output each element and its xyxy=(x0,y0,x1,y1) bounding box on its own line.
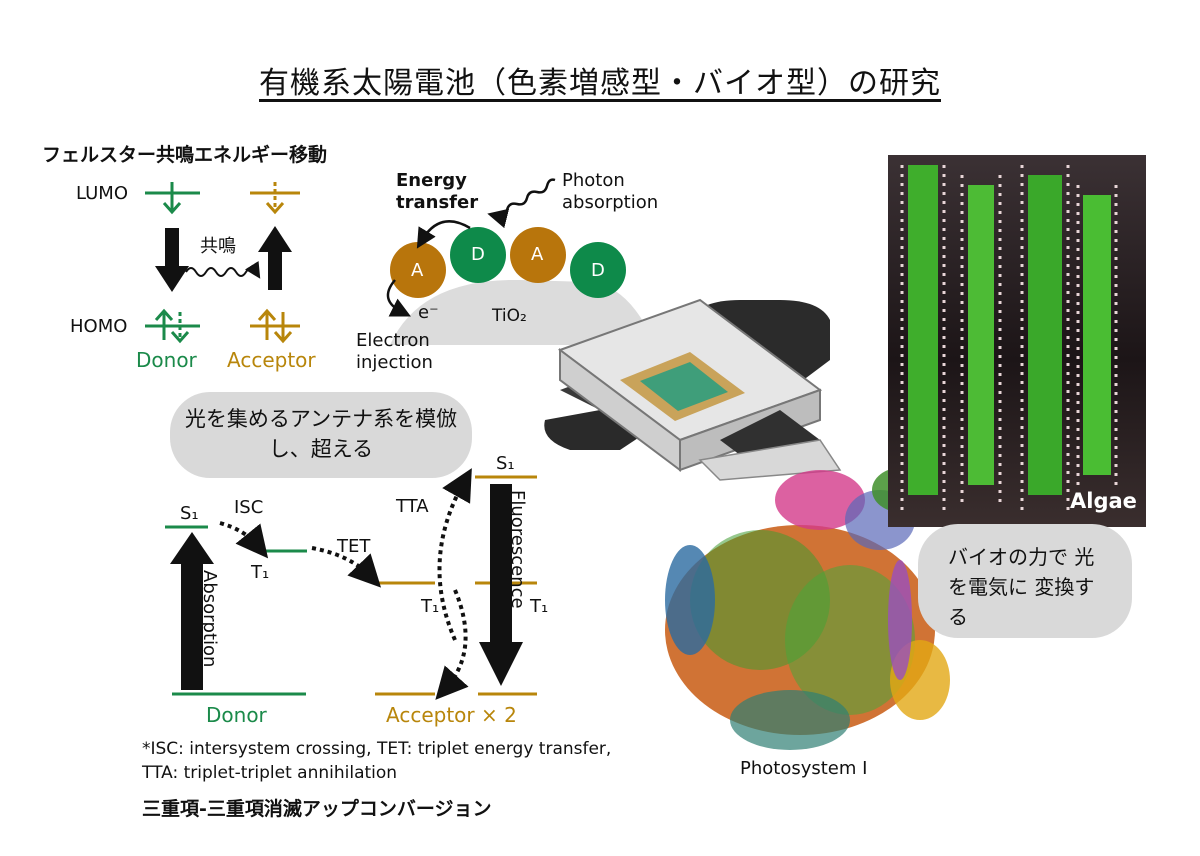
energy-transfer-label: Energy transfer xyxy=(396,170,479,213)
algae-photo xyxy=(888,155,1146,527)
absorption-label: Absorption xyxy=(199,570,220,668)
acceptor-homo-level xyxy=(250,308,300,344)
fret-donor-label: Donor xyxy=(136,348,197,372)
acceptor-t1-label-1: T₁ xyxy=(421,596,440,617)
isc-arrow xyxy=(219,521,269,559)
isc-label: ISC xyxy=(234,497,264,518)
homo-label: HOMO xyxy=(70,316,128,337)
absorption-arrow xyxy=(170,532,214,690)
fret-heading: フェルスター共鳴エネルギー移動 xyxy=(42,144,328,166)
lumo-label: LUMO xyxy=(76,183,129,204)
algae-label: Algae xyxy=(1070,489,1137,513)
tet-arrow xyxy=(311,546,382,588)
donor-lumo-level xyxy=(145,182,200,215)
dye-a1-label: A xyxy=(411,260,424,281)
dye-a2-label: A xyxy=(531,244,544,265)
acceptor-lumo-level xyxy=(250,182,300,215)
dye-d1 xyxy=(450,227,506,283)
acceptor-t1-label-2: T₁ xyxy=(530,596,549,617)
acceptor-s1-label: S₁ xyxy=(496,453,515,474)
photosystem-label: Photosystem I xyxy=(740,758,868,779)
donor-relaxation-arrow xyxy=(155,228,189,292)
abbreviation-footnote: *ISC: intersystem crossing, TET: triplet… xyxy=(142,739,612,783)
energy-transfer-arrow xyxy=(416,220,471,249)
donor-homo-level xyxy=(145,308,200,344)
dye-d2 xyxy=(570,242,626,298)
resonance-wavy-arrow xyxy=(185,260,261,279)
dye-a2 xyxy=(510,227,566,283)
photon-wavy-arrow xyxy=(487,178,556,229)
resonance-label: 共鳴 xyxy=(200,236,236,257)
dye-d2-label: D xyxy=(591,260,605,281)
electron-label: e⁻ xyxy=(418,302,439,323)
acceptor-excitation-arrow xyxy=(258,226,292,290)
donor-t1-label: T₁ xyxy=(251,562,270,583)
fret-acceptor-label: Acceptor xyxy=(227,348,316,372)
tio2-label: TiO₂ xyxy=(492,306,527,326)
tta-label: TTA xyxy=(396,496,429,517)
device-illustration xyxy=(544,298,842,481)
dye-a1 xyxy=(390,242,446,298)
tet-label: TET xyxy=(337,536,371,557)
fluorescence-arrow xyxy=(479,484,523,686)
photosystem-structure xyxy=(665,468,950,750)
ttaupc-donor-label: Donor xyxy=(206,703,267,727)
ttaupc-acceptor-label: Acceptor × 2 xyxy=(386,703,517,727)
bio-bubble: バイオの力で 光を電気に 変換する xyxy=(918,524,1132,638)
fluorescence-label: Fluorescence xyxy=(507,490,528,609)
dye-d1-label: D xyxy=(471,244,485,265)
donor-s1-label: S₁ xyxy=(180,503,199,524)
photon-absorption-label: Photon absorption xyxy=(562,170,659,213)
ttaupc-heading: 三重項-三重項消滅アップコンバージョン xyxy=(142,798,492,820)
antenna-bubble: 光を集めるアンテナ系を模倣し、超える xyxy=(170,392,472,478)
page-title: 有機系太陽電池（色素増感型・バイオ型）の研究 xyxy=(259,66,941,101)
electron-injection-label: Electron injection xyxy=(356,330,433,373)
electron-injection-arrow xyxy=(386,279,411,317)
tta-up-arrow xyxy=(437,468,472,641)
